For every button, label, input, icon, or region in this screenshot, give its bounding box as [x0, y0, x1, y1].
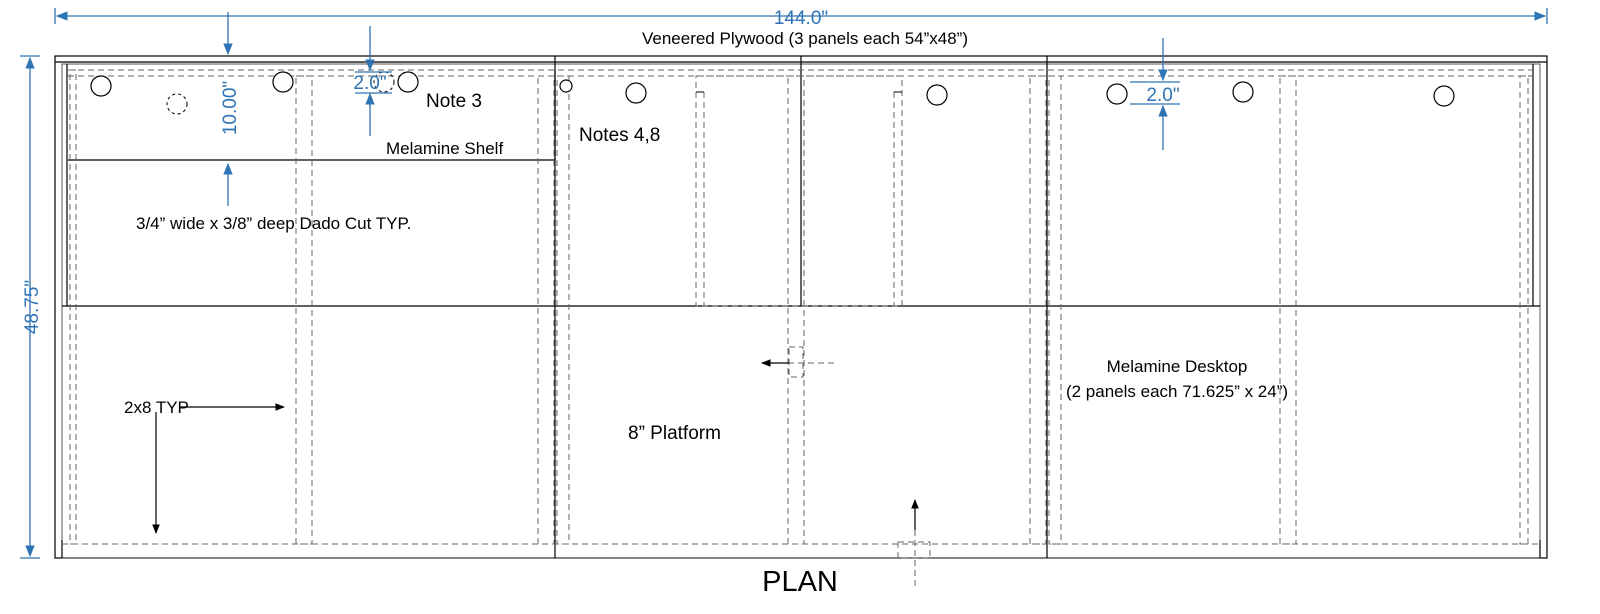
lumber-2x8-label: 2x8 TYP — [124, 398, 189, 417]
hidden-holes — [166, 71, 395, 115]
note-3-label: Note 3 — [426, 91, 482, 112]
plan-title: PLAN — [762, 566, 838, 598]
overall-depth-dimension: 48.75" — [22, 280, 43, 334]
plywood-label: Veneered Plywood (3 panels each 54”x48”) — [642, 29, 968, 48]
dimension-lines — [20, 8, 1548, 559]
platform-label: 8” Platform — [628, 423, 721, 444]
hidden-lines — [62, 69, 1540, 590]
melamine-desktop-size-label: (2 panels each 71.625” x 24”) — [1066, 382, 1288, 401]
dado-cut-label: 3/4” wide x 3/8” deep Dado Cut TYP. — [136, 214, 411, 233]
notes-4-8-label: Notes 4,8 — [579, 125, 660, 146]
right-hole-offset-dimension: 2.0" — [1146, 85, 1179, 106]
melamine-desktop-label: Melamine Desktop — [1107, 357, 1248, 376]
melamine-shelf-label: Melamine Shelf — [386, 139, 503, 158]
leader-arrows — [152, 359, 919, 534]
shelf-depth-dimension: 10.00" — [220, 81, 241, 135]
grommet-holes — [90, 71, 1455, 107]
overall-width-dimension: 144.0" — [774, 8, 828, 29]
left-hole-offset-dimension: 2.0" — [353, 73, 386, 94]
